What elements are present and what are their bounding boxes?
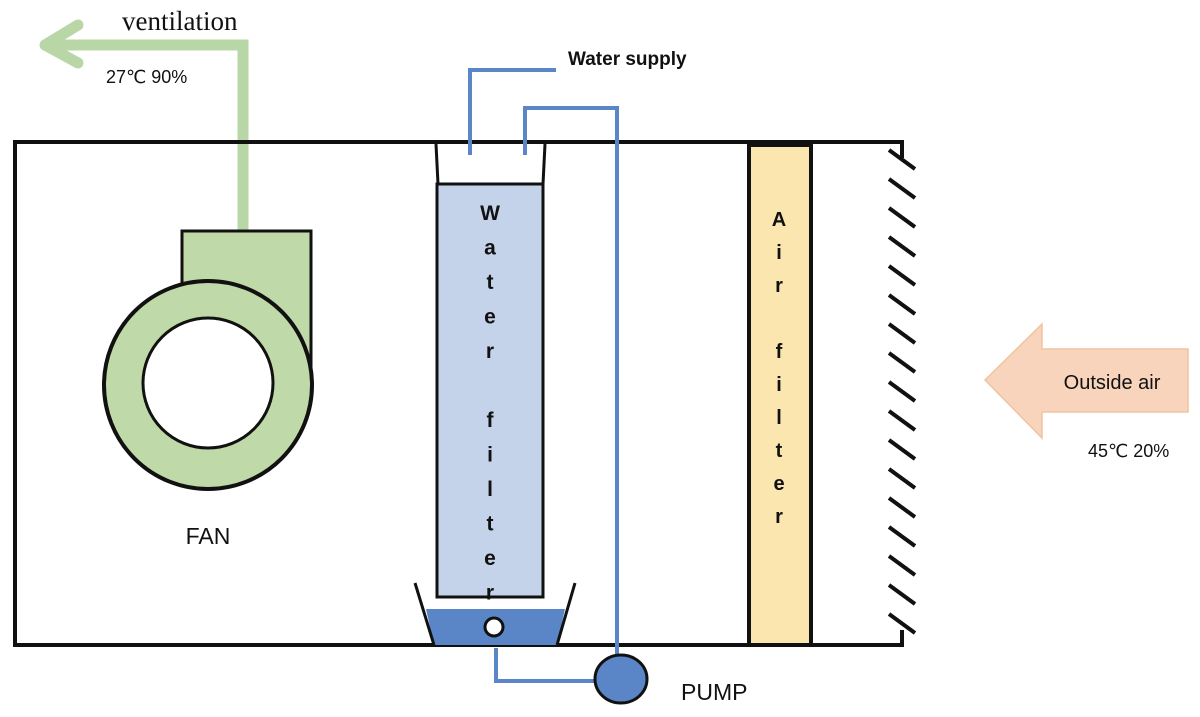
filter-letter: W xyxy=(480,202,500,225)
ventilation-label: ventilation xyxy=(122,6,238,36)
louver-slat xyxy=(887,351,917,374)
filter-letter: t xyxy=(487,513,494,536)
water-filter xyxy=(435,182,545,599)
louver-slat xyxy=(887,612,917,635)
inlet-louvers xyxy=(887,148,917,635)
louver-slat xyxy=(887,235,917,258)
louver-slat xyxy=(887,206,917,229)
filter-letter: l xyxy=(776,407,782,429)
filter-letter: f xyxy=(776,341,783,363)
filter-letter: t xyxy=(487,271,494,294)
fan-label: FAN xyxy=(186,523,231,549)
outside-air-label: Outside air xyxy=(1064,372,1161,394)
ventilation-conditions: 27℃ 90% xyxy=(106,67,187,87)
filter-letter: r xyxy=(486,582,494,605)
filter-letter: r xyxy=(486,340,494,363)
filter-letter: a xyxy=(484,237,496,260)
louver-slat xyxy=(887,554,917,577)
louver-slat xyxy=(887,409,917,432)
air-filter xyxy=(747,143,813,647)
outside-air-arrow xyxy=(983,322,1189,440)
basin-drain xyxy=(483,616,505,638)
louver-slat xyxy=(887,583,917,606)
louver-slat xyxy=(887,380,917,403)
louver-slat xyxy=(887,264,917,287)
filter-letter: r xyxy=(775,506,783,528)
louver-slat xyxy=(887,438,917,461)
filter-letter: e xyxy=(484,547,496,570)
filter-letter: f xyxy=(487,409,495,432)
water-supply-label: Water supply xyxy=(568,49,687,70)
filter-letter: l xyxy=(487,478,493,501)
louver-slat xyxy=(887,177,917,200)
filter-letter: t xyxy=(776,440,783,462)
pump xyxy=(593,653,649,705)
filter-letter: e xyxy=(773,473,784,495)
water-basin xyxy=(413,582,577,646)
filter-letter: i xyxy=(776,242,782,264)
fan-inlet xyxy=(141,316,275,450)
pump-label: PUMP xyxy=(681,679,747,705)
louver-slat xyxy=(887,525,917,548)
water-distribution-trough xyxy=(434,143,547,185)
louver-slat xyxy=(887,322,917,345)
louver-slat xyxy=(887,496,917,519)
louver-slat xyxy=(887,467,917,490)
fan xyxy=(102,229,314,491)
filter-letter: i xyxy=(776,374,782,396)
filter-letter: A xyxy=(772,209,786,231)
water-supply-pipe xyxy=(468,68,619,677)
outside-air-conditions: 45℃ 20% xyxy=(1088,441,1169,461)
filter-letter: i xyxy=(487,444,493,467)
ventilation-arrow xyxy=(39,19,249,230)
louver-slat xyxy=(887,148,917,171)
pump-suction-pipe xyxy=(494,648,597,683)
filter-letter: r xyxy=(775,275,783,297)
louver-slat xyxy=(887,293,917,316)
filter-letter: e xyxy=(484,306,496,329)
